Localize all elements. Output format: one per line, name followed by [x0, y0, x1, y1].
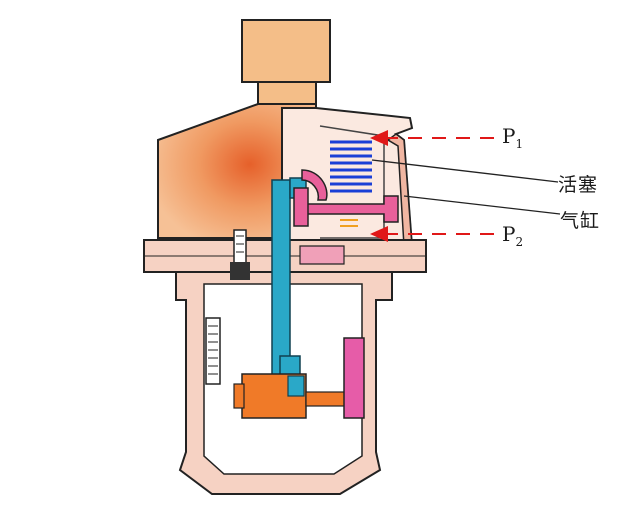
stem-neck — [279, 355, 301, 377]
lever-pivot — [293, 187, 309, 227]
piston-leader — [371, 159, 559, 183]
p1-label-base: P — [502, 124, 516, 148]
stem-coupling — [287, 375, 305, 397]
top-cap — [241, 19, 331, 83]
piston-lever — [297, 195, 399, 223]
lever-arm — [301, 169, 328, 201]
p1-label: P1 — [502, 124, 523, 151]
valve-block-bolt — [233, 383, 245, 409]
spring-lines — [340, 219, 358, 227]
pink-bracket — [299, 245, 345, 265]
p2-label: P2 — [502, 222, 523, 249]
p2-label-base: P — [502, 222, 516, 246]
valve-stem — [271, 179, 291, 381]
piston-plate — [330, 140, 372, 193]
p1-label-sub: 1 — [515, 137, 524, 151]
adjust-screw — [230, 229, 250, 280]
piston-label: 活塞 — [558, 174, 599, 196]
valve-block-pin — [305, 391, 349, 407]
cylinder-label: 气缸 — [560, 210, 601, 232]
positioner-block — [343, 337, 365, 419]
scale-ticks — [208, 325, 218, 375]
cylinder-inner-wall — [319, 125, 385, 239]
cylinder-leader — [403, 195, 561, 215]
cap-neck — [257, 81, 317, 105]
p2-label-sub: 2 — [515, 235, 524, 249]
